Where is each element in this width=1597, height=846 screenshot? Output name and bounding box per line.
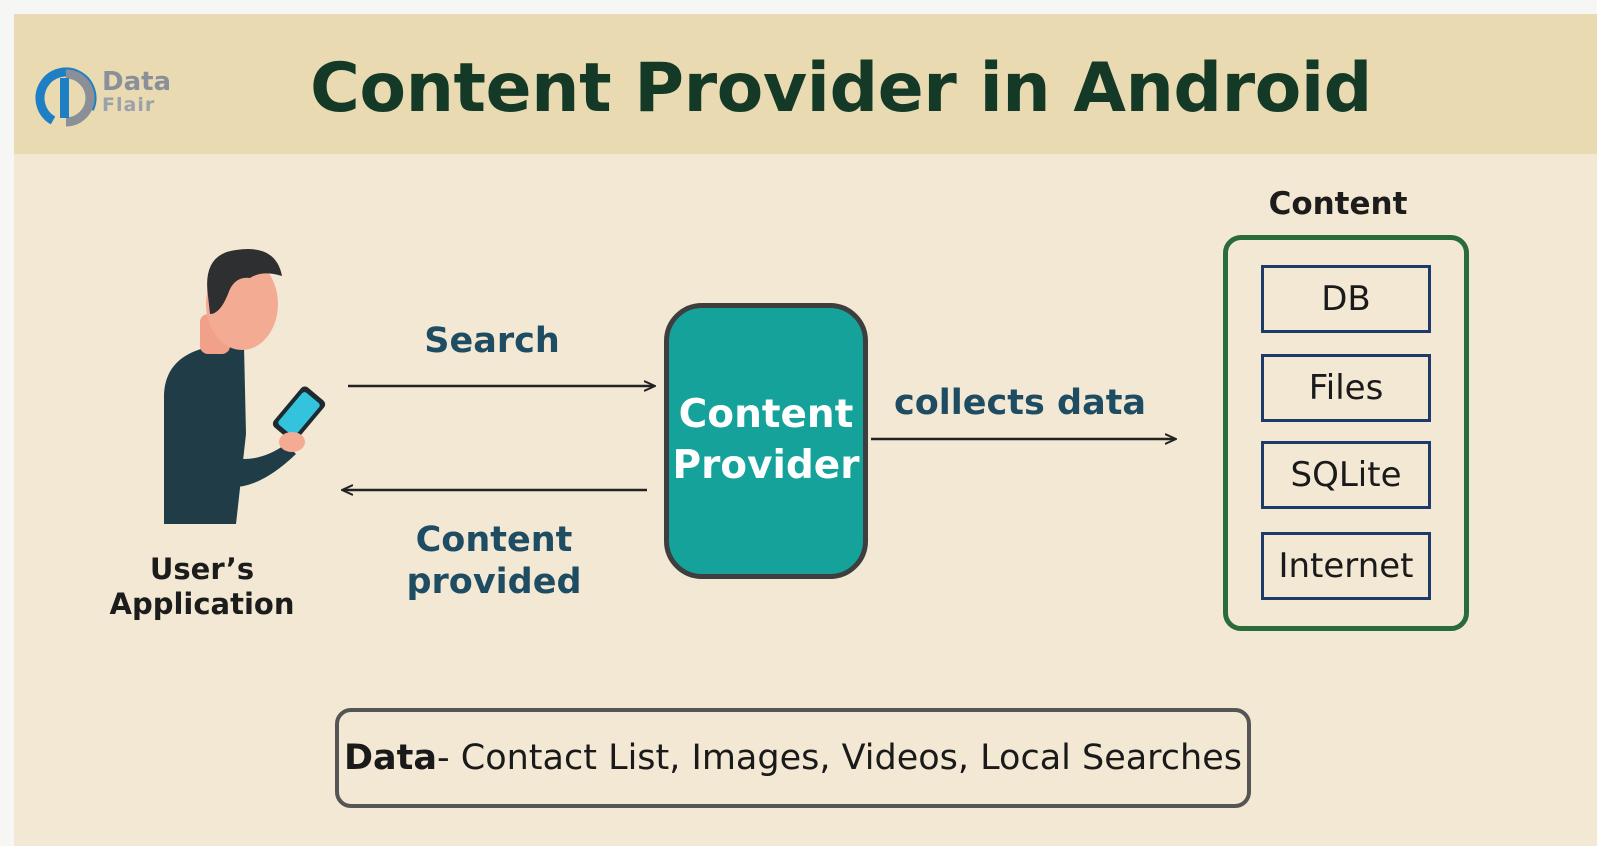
content-provided-line1: Content xyxy=(415,520,573,560)
content-provider-box: Content Provider xyxy=(664,303,868,579)
users-application-line1: User’s xyxy=(149,552,255,586)
content-provider-line2: Provider xyxy=(672,443,860,488)
users-application-label: User’s Application xyxy=(102,552,302,622)
content-item-internet: Internet xyxy=(1261,532,1431,600)
content-provided-label: Content provided xyxy=(394,519,594,603)
arrows-layer xyxy=(164,249,1597,524)
content-provider-line1: Content xyxy=(678,392,854,438)
users-application-line2: Application xyxy=(109,586,295,621)
page-title: Content Provider in Android xyxy=(310,49,1372,128)
dataflair-logo-icon xyxy=(35,67,97,129)
content-provided-line2: provided xyxy=(406,562,582,602)
user-figure-icon xyxy=(164,249,326,524)
logo-text-data: Data xyxy=(102,67,172,97)
content-item-sqlite: SQLite xyxy=(1261,441,1431,509)
content-container xyxy=(1223,235,1469,631)
logo-text-flair: Flair xyxy=(102,94,156,116)
content-heading: Content xyxy=(1268,186,1408,222)
content-item-db: DB xyxy=(1261,265,1431,333)
search-label: Search xyxy=(424,321,560,361)
data-note-text: - Contact List, Images, Videos, Local Se… xyxy=(437,738,1242,778)
header-band: Data Flair Content Provider in Android xyxy=(14,14,1597,154)
data-note-label: Data xyxy=(343,738,438,778)
collects-data-label: collects data xyxy=(894,383,1147,423)
content-item-files: Files xyxy=(1261,354,1431,422)
dataflair-logo: Data Flair xyxy=(14,14,214,154)
data-note-box: Data - Contact List, Images, Videos, Loc… xyxy=(335,708,1251,808)
diagram-canvas: Data Flair Content Provider in Android xyxy=(14,14,1597,846)
